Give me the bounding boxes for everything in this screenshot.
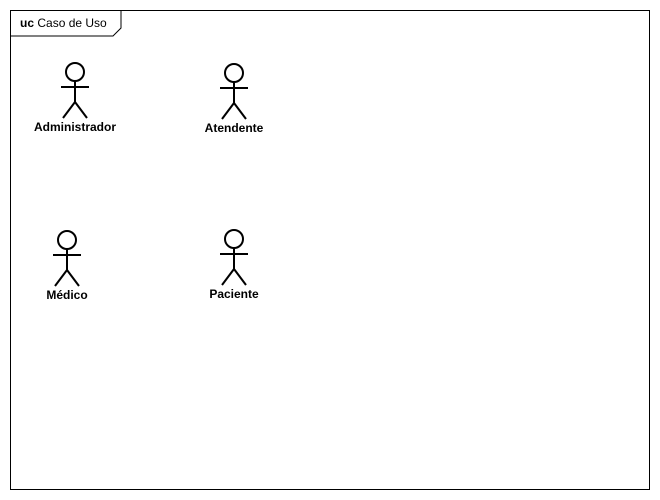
actor-administrador[interactable]: Administrador bbox=[25, 62, 125, 142]
diagram-frame: uc Caso de Uso Administrador Atendente bbox=[10, 10, 650, 490]
frame-tab: uc Caso de Uso bbox=[11, 11, 123, 37]
actor-paciente[interactable]: Paciente bbox=[184, 229, 284, 309]
stick-figure-icon bbox=[61, 62, 89, 119]
actor-label: Administrador bbox=[33, 120, 116, 134]
frame-kind: uc bbox=[20, 16, 35, 30]
frame-tab-outline bbox=[11, 11, 122, 37]
frame-name: Caso de Uso bbox=[37, 16, 107, 30]
frame-title: uc Caso de Uso bbox=[20, 16, 107, 30]
actor-label: Paciente bbox=[209, 287, 259, 301]
stick-figure-icon bbox=[220, 229, 248, 286]
actor-medico[interactable]: Médico bbox=[17, 230, 117, 310]
actor-label: Médico bbox=[46, 288, 88, 302]
actor-label: Atendente bbox=[204, 121, 264, 135]
stick-figure-icon bbox=[53, 230, 81, 287]
actor-atendente[interactable]: Atendente bbox=[184, 63, 284, 143]
stick-figure-icon bbox=[220, 63, 248, 120]
